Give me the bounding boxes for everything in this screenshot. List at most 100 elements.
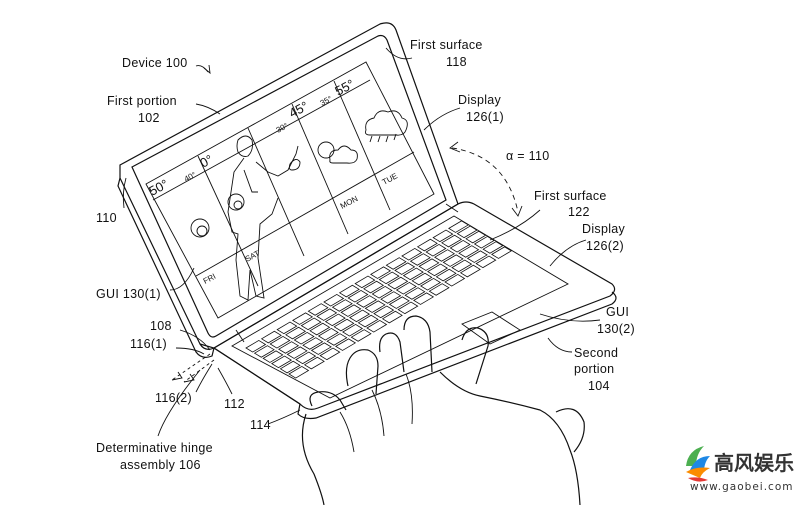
keyboard-key (451, 259, 473, 273)
temp-0: 0° (197, 152, 215, 171)
day-mon: MON (339, 194, 360, 211)
keyboard-key (342, 323, 364, 337)
keyboard-key (458, 245, 480, 258)
label-126-2: 126(2) (586, 239, 624, 253)
keyboard-key (310, 342, 332, 355)
keyboard-key (317, 327, 339, 341)
keyboard-key (456, 225, 478, 239)
keyboard-key (307, 303, 329, 316)
label-114: 114 (250, 418, 271, 432)
temp-45: 45° (286, 98, 310, 120)
temp-30: 30° (275, 121, 290, 135)
keyboard-key (347, 289, 369, 303)
keyboard-key (402, 267, 424, 281)
label-first-surface-118: First surface (410, 38, 483, 52)
keyboard-key (319, 347, 341, 361)
label-108: 108 (150, 319, 172, 333)
label-first-portion: First portion (107, 94, 177, 108)
label-104: 104 (588, 379, 610, 393)
keyboard-key (292, 312, 314, 325)
keyboard-key (269, 335, 291, 349)
label-112: 112 (224, 397, 245, 411)
keyboard-key (285, 326, 307, 340)
label-126-1: 126(1) (466, 110, 504, 124)
keyboard-key (395, 281, 417, 295)
watermark: 高风娱乐 www.gaobei.com (686, 446, 794, 493)
keyboard-key (388, 296, 410, 309)
keyboard-key (326, 333, 348, 346)
keyboard-key (420, 277, 442, 291)
watermark-logo-icon (686, 446, 710, 482)
keyboard-key (363, 280, 385, 294)
keyboard-key (381, 310, 403, 324)
keyboard-key (295, 351, 317, 365)
keyboard-key (378, 271, 400, 285)
keyboard-key (387, 276, 409, 290)
second-portion-base (199, 201, 617, 420)
keyboard-key (262, 350, 284, 363)
keyboard-key (354, 275, 376, 289)
keyboard-key (434, 249, 456, 262)
keyboard-key (300, 317, 322, 331)
keyboard-key (349, 309, 371, 323)
label-first-surface-122: First surface (534, 189, 607, 203)
temp-40: 40° (183, 170, 198, 184)
keyboard-key (448, 220, 470, 233)
keyboard-key (293, 331, 315, 345)
keyboard-key (482, 241, 504, 254)
label-display-126-2: Display (582, 222, 626, 236)
label-116-1: 116(1) (130, 337, 167, 351)
keyboard-key (441, 234, 463, 248)
keyboard-key (416, 238, 438, 252)
label-116-2: 116(2) (155, 391, 192, 405)
keyboard-key (366, 319, 388, 333)
keyboard-key (357, 314, 379, 328)
keyboard-key (385, 257, 407, 270)
keyboard-key (394, 262, 416, 275)
label-hinge-1: Determinative hinge (96, 441, 213, 455)
keyboard-key (253, 345, 275, 358)
label-second: Second (574, 346, 618, 360)
keyboard-key (442, 254, 464, 267)
keyboard-key (323, 293, 345, 307)
keyboard-key (409, 253, 431, 266)
keyboard-key (370, 266, 392, 279)
keyboard-key (401, 247, 423, 261)
keyboard-key (286, 346, 308, 359)
keyboard-key (271, 355, 293, 369)
keyboard-key (473, 235, 495, 249)
keyboard-key (245, 339, 267, 353)
keyboard-key (425, 243, 447, 257)
label-hinge-2: assembly 106 (120, 458, 201, 472)
keyboard-key (404, 287, 426, 300)
temp-55: 55° (332, 76, 356, 98)
keyboard-key (427, 263, 449, 277)
keyboard-key (309, 322, 331, 336)
label-gui-130-2: GUI (606, 305, 629, 319)
keyboard-key (413, 292, 435, 305)
keyboard-key (324, 313, 346, 327)
keyboard-key (279, 360, 301, 374)
keyboard-key (276, 321, 298, 335)
keyboard-key (491, 246, 513, 259)
keyboard-key (302, 337, 324, 350)
keyboard-key (444, 273, 466, 287)
keyboard-key (466, 250, 488, 263)
keyboard-key (356, 295, 378, 308)
keyboard-key (260, 330, 282, 344)
keyboard-key (475, 255, 497, 269)
label-gui-130-1: GUI 130(1) (96, 287, 161, 301)
watermark-name: 高风娱乐 (714, 451, 794, 475)
keyboard-key (380, 291, 402, 304)
keyboard-key (333, 318, 355, 332)
keyboard-key (411, 272, 433, 286)
sun-icon (227, 193, 245, 211)
keyboard (245, 220, 513, 379)
keyboard-key (340, 304, 362, 317)
reference-labels: Device 100 First portion 102 First surfa… (96, 38, 635, 472)
keyboard-key (331, 299, 353, 312)
keyboard-key (350, 329, 372, 342)
day-fri: FRI (202, 272, 218, 286)
keyboard-key (428, 283, 450, 296)
